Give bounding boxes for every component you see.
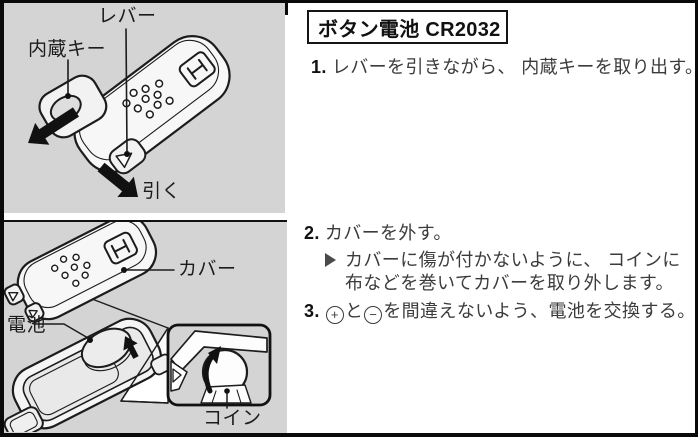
coin-label: コイン: [203, 408, 262, 429]
page-border-left: [0, 0, 4, 437]
honda-logo-icon: [178, 51, 216, 88]
diagram-panel-top: レバー 内蔵キー 引く: [4, 3, 285, 213]
cover-latch-tabs: [4, 283, 45, 323]
lever-label: レバー: [98, 6, 157, 27]
honda-logo-icon: [103, 231, 138, 265]
plus-symbol: +: [325, 306, 344, 324]
callout-line-lower: [120, 400, 169, 404]
page-border-right: [695, 0, 698, 437]
step-3: 3. +と−を間違えないよう、電池を交換する。: [304, 300, 696, 324]
coin-leader-line: [224, 388, 230, 409]
page-border-top: [0, 0, 698, 3]
note-arrow-icon: [325, 253, 336, 267]
battery-type-heading: ボタン電池 CR2032: [307, 10, 508, 44]
keyfob-base-illustration: [4, 317, 174, 432]
pull-label: 引く: [142, 181, 182, 202]
cover-leader-line: [121, 267, 175, 273]
step-3-rest: を間違えないよう、電池を交換する。: [383, 301, 696, 321]
inset-latch-triangle: [172, 368, 182, 383]
coin-inset: [166, 323, 272, 407]
lever-leader-line: [124, 28, 130, 157]
step-3-number: 3.: [304, 301, 320, 321]
step-2-number: 2.: [304, 223, 320, 243]
builtin-key-label: 内蔵キー: [28, 39, 107, 60]
battery-label: 電池: [7, 315, 47, 336]
note-line-1: カバーに傷が付かないように、 コインに: [345, 250, 681, 270]
step-2-note: カバーに傷が付かないように、 コインに 布などを巻いてカバーを取り外します。: [325, 249, 681, 295]
page-border-bottom: [0, 433, 698, 437]
step-1-text: レバーを引きながら、 内蔵キーを取り出す。: [331, 57, 698, 77]
builtin-key-leader-line: [65, 59, 71, 99]
step-3-connector: と: [344, 301, 364, 321]
minus-symbol: −: [364, 306, 383, 324]
keyfob-battery-illustration: [4, 222, 272, 432]
button-dots: [50, 253, 91, 287]
battery-leader-line: [33, 323, 93, 343]
callout-line-cover: [91, 298, 169, 329]
battery-type-title: ボタン電池 CR2032: [318, 18, 501, 41]
keyfob-illustration: [28, 28, 231, 197]
battery-remove-arrow-icon: [123, 336, 139, 359]
column-divider-stub: [285, 0, 288, 15]
keyfob-cover-illustration: [4, 222, 158, 323]
callout-line-upper: [120, 327, 169, 402]
step-2: 2. カバーを外す。: [304, 222, 452, 244]
step-1-number: 1.: [311, 57, 327, 77]
diagram-panel-bottom: カバー 電池 コイン: [4, 220, 287, 433]
button-dots: [122, 79, 174, 119]
note-line-2: 布などを巻いてカバーを取り外します。: [345, 273, 674, 293]
coin-pry-arrow-icon: [203, 346, 221, 394]
step-2-text: カバーを外す。: [324, 223, 452, 243]
key-channel: [4, 406, 44, 432]
cover-label: カバー: [178, 259, 237, 280]
pull-key-arrow-icon: [28, 107, 79, 145]
pull-arrow-icon: [97, 162, 138, 197]
step-1: 1. レバーを引きながら、 内蔵キーを取り出す。: [311, 56, 698, 78]
step-3-text: +と−を間違えないよう、電池を交換する。: [325, 300, 696, 324]
